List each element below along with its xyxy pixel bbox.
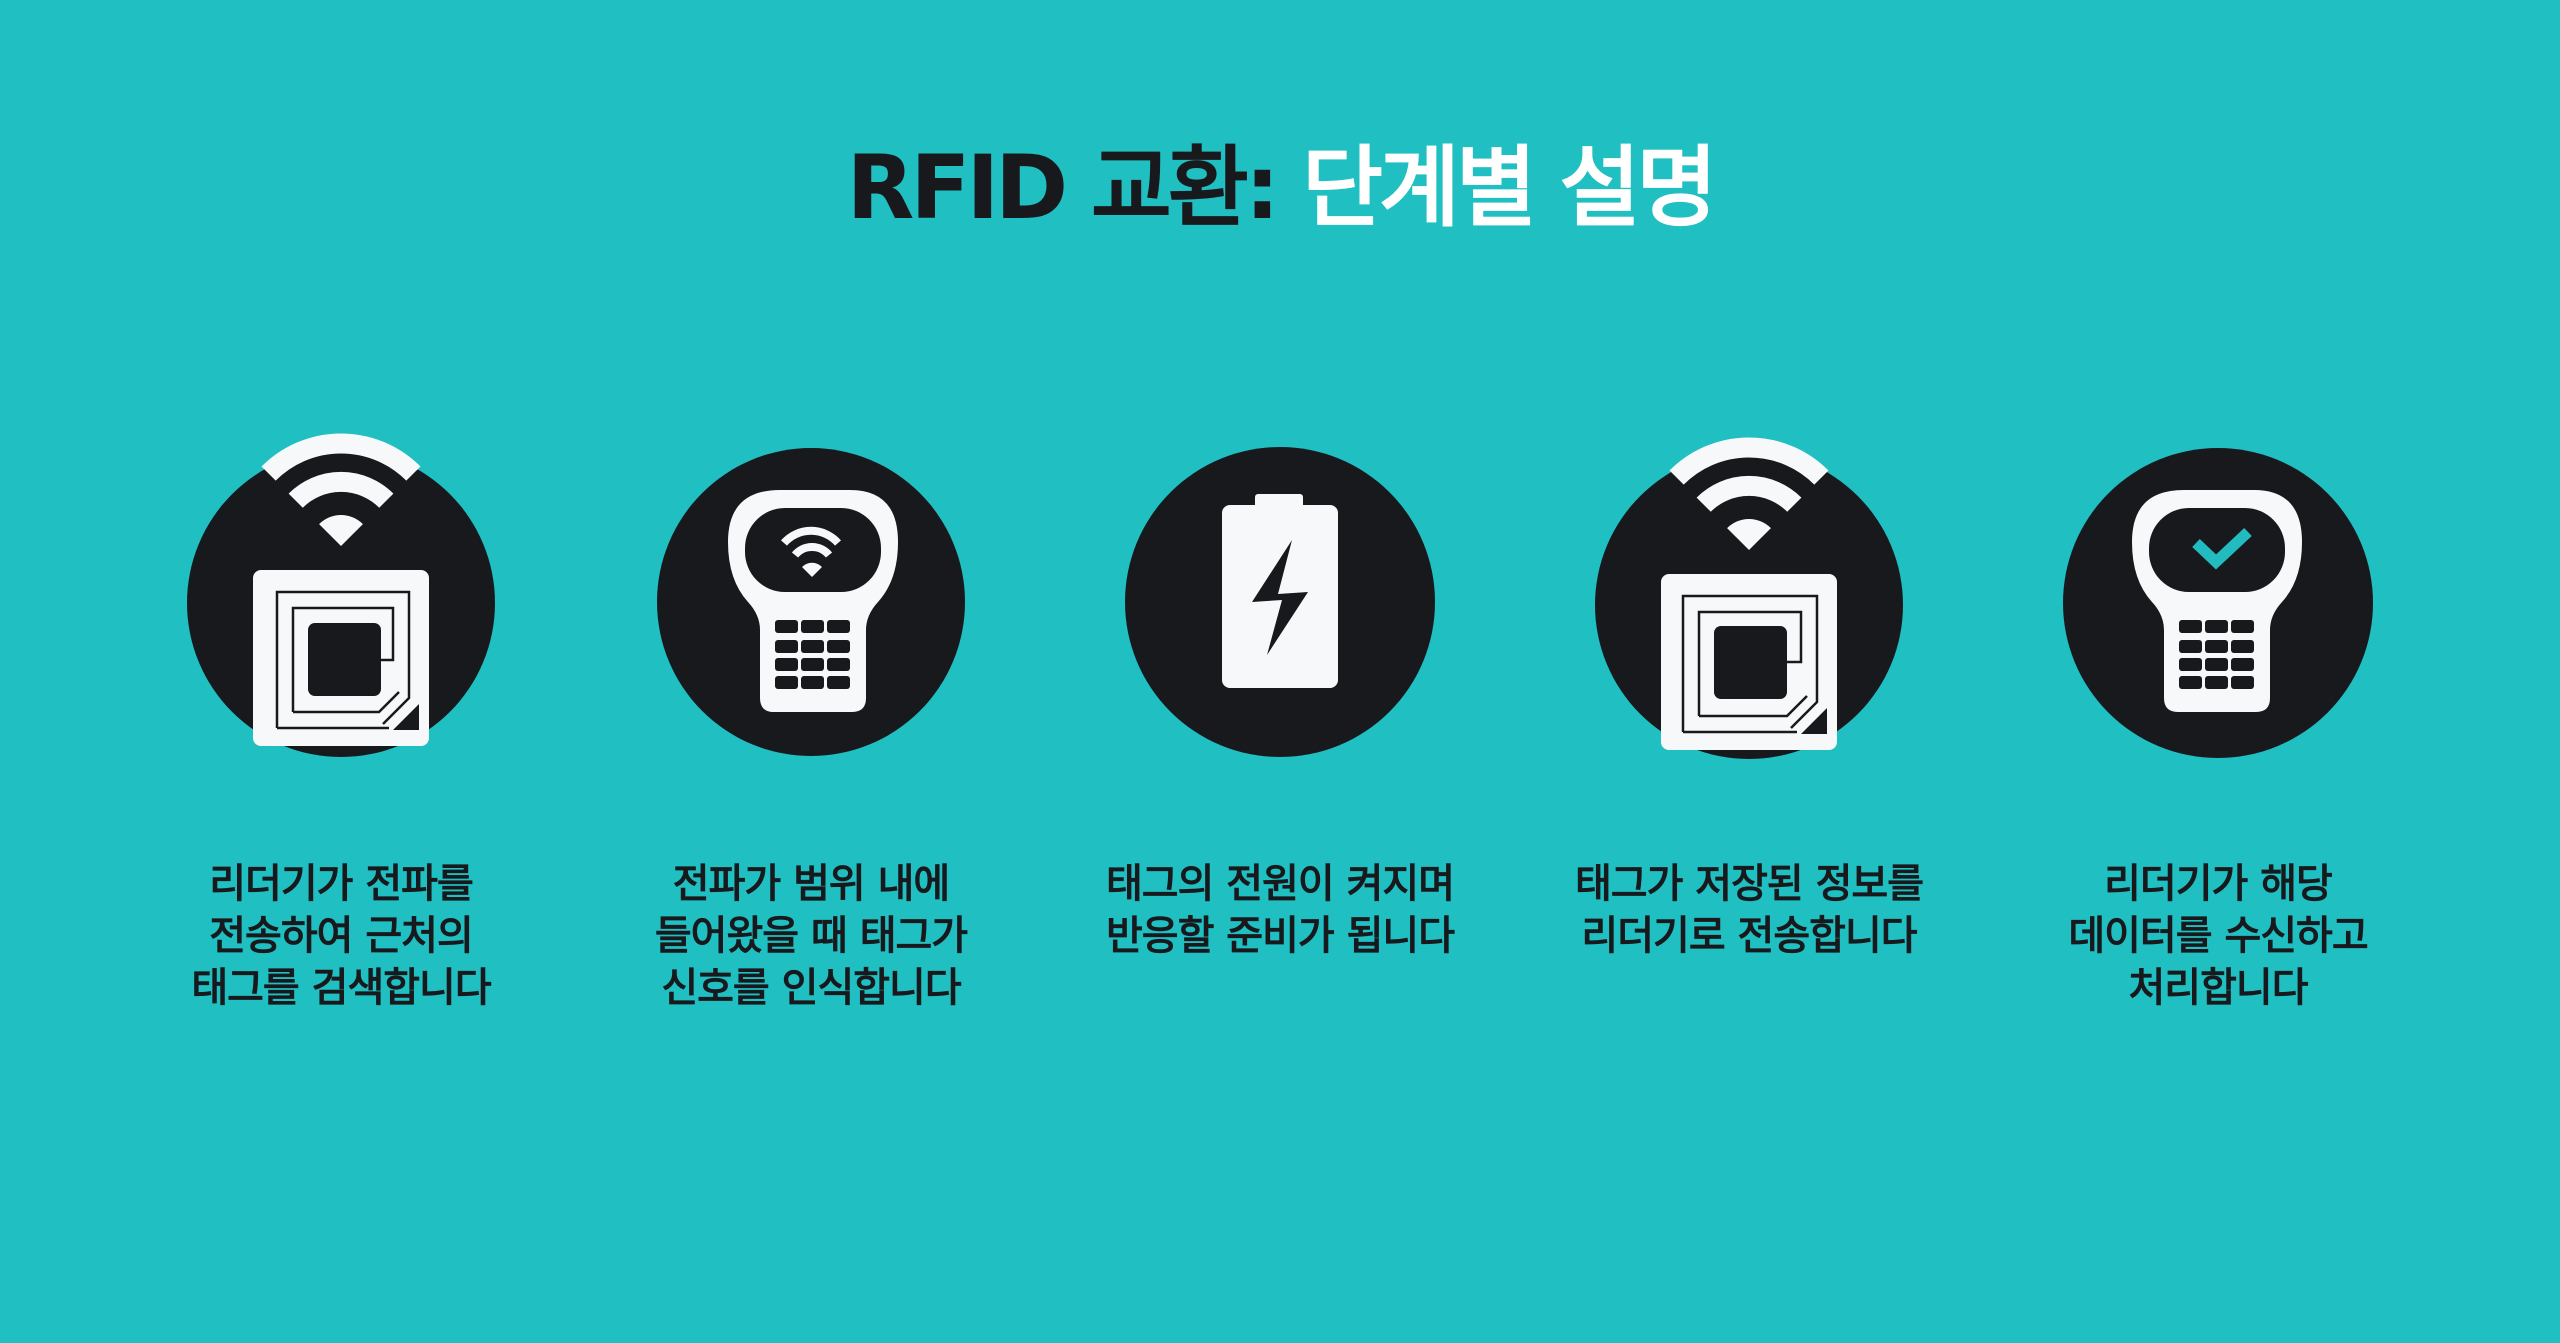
reader-check-icon — [2018, 420, 2418, 780]
step-3: 태그의 전원이 켜지며 반응할 준비가 됩니다 — [1080, 0, 1480, 1343]
step-1: 리더기가 전파를 전송하여 근처의 태그를 검색합니다 — [141, 0, 541, 1343]
step-2: 전파가 범위 내에 들어왔을 때 태그가 신호를 인식합니다 — [611, 0, 1011, 1343]
step-caption: 태그의 전원이 켜지며 반응할 준비가 됩니다 — [1105, 861, 1455, 959]
rfid-tag-wifi-icon — [141, 420, 541, 780]
reader-wifi-icon — [611, 420, 1011, 780]
step-caption: 리더기가 전파를 전송하여 근처의 태그를 검색합니다 — [191, 861, 491, 1011]
rfid-tag-wifi-icon — [1549, 420, 1949, 780]
battery-bolt-icon — [1080, 420, 1480, 780]
step-caption: 리더기가 해당 데이터를 수신하고 처리합니다 — [2068, 861, 2368, 1011]
title-prefix: RFID 교환: — [846, 136, 1280, 239]
step-5: 리더기가 해당 데이터를 수신하고 처리합니다 — [2018, 0, 2418, 1343]
step-caption: 태그가 저장된 정보를 리더기로 전송합니다 — [1574, 861, 1924, 959]
title-suffix: 단계별 설명 — [1301, 136, 1717, 239]
step-4: 태그가 저장된 정보를 리더기로 전송합니다 — [1549, 0, 1949, 1343]
page-title: RFID 교환:단계별 설명 — [0, 128, 2560, 248]
step-caption: 전파가 범위 내에 들어왔을 때 태그가 신호를 인식합니다 — [654, 861, 968, 1011]
